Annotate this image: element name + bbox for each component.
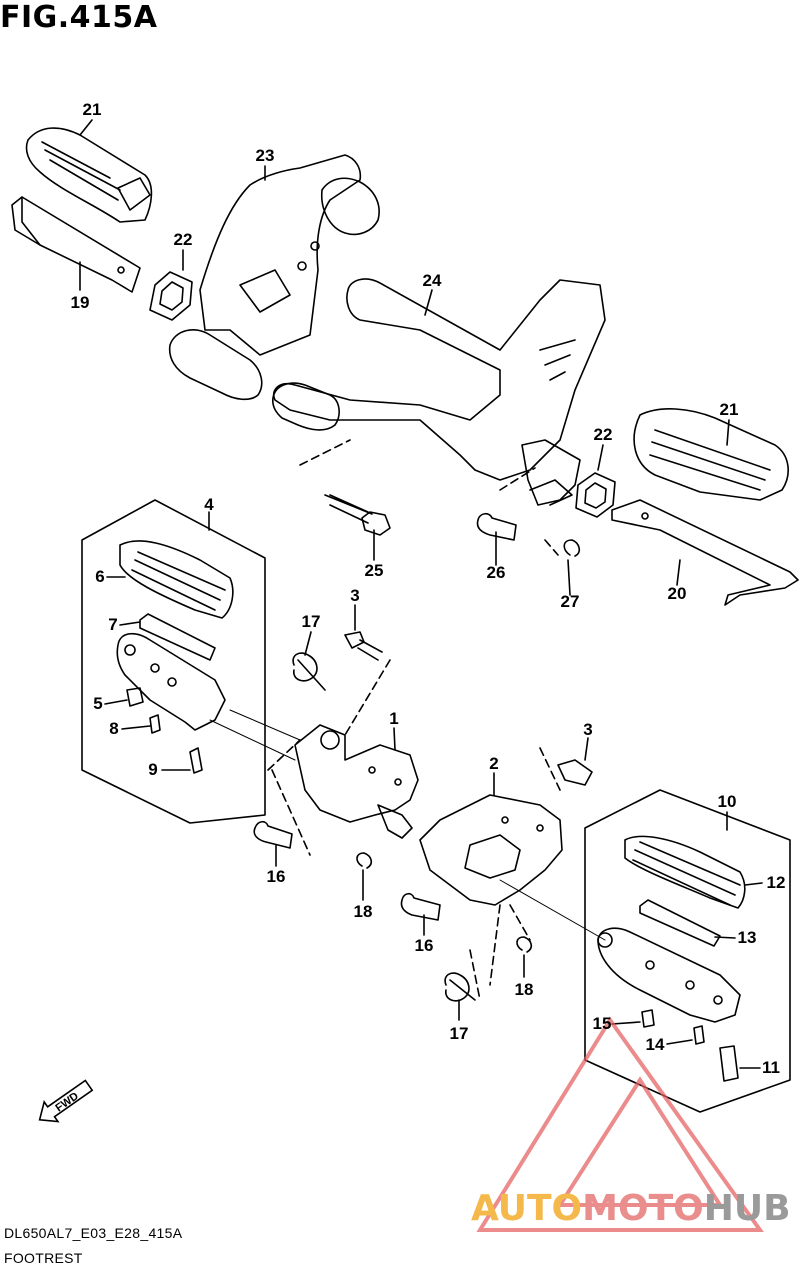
callout-3-lower: 3: [583, 720, 593, 739]
watermark-logo-triangles: [476, 1016, 764, 1232]
callout-7: 7: [108, 615, 118, 634]
part-21-rubber-right: [633, 408, 789, 501]
callout-8: 8: [109, 719, 119, 738]
part-3-bolt-upper: [344, 631, 383, 661]
callout-20: 20: [667, 584, 687, 603]
part-16-pin-lower: [400, 892, 441, 921]
callout-18-upper: 18: [353, 902, 373, 921]
callout-18-lower: 18: [514, 980, 534, 999]
figure-title: FIG.415A: [0, 0, 158, 35]
part-23-bracket-left: [168, 154, 380, 401]
callout-25: 25: [364, 561, 384, 580]
callout-16-upper: 16: [266, 867, 286, 886]
part-2-bracket: [419, 794, 563, 906]
model-code: DL650AL7_E03_E28_415A: [4, 1225, 183, 1241]
watermark-logo: AUTOMOTOHUB: [471, 1188, 791, 1229]
fwd-arrow-icon: FWD: [30, 1072, 100, 1132]
part-26-pin: [476, 512, 517, 541]
callout-21-right: 21: [719, 400, 739, 419]
callout-23: 23: [255, 146, 275, 165]
callout-12: 12: [766, 873, 786, 892]
callout-13: 13: [737, 928, 757, 947]
part-22-grommet-left: [149, 271, 193, 321]
callout-16-lower: 16: [414, 936, 434, 955]
callout-21-upper: 21: [82, 100, 102, 119]
watermark-part2: MOTO: [582, 1188, 704, 1229]
callout-2: 2: [489, 754, 499, 773]
part-20-bracket-right: [611, 499, 799, 606]
part-25-bolt: [324, 494, 391, 536]
callout-1: 1: [389, 709, 399, 728]
part-18-clip-lower: [516, 936, 533, 953]
part-17-spring-lower: [444, 972, 476, 1002]
part-18-clip-upper: [356, 852, 373, 869]
part-22-grommet-right: [575, 472, 616, 518]
callout-22-upper: 22: [173, 230, 193, 249]
part-19-bracket-left: [11, 196, 141, 293]
callout-4: 4: [204, 495, 214, 514]
part-24-bracket-right: [272, 278, 606, 506]
callout-26: 26: [486, 563, 506, 582]
callout-22-right: 22: [593, 425, 613, 444]
callout-27: 27: [560, 592, 580, 611]
part-21-rubber-left: [25, 127, 153, 223]
callout-17-upper: 17: [301, 612, 321, 631]
part-3-bolt-lower: [557, 759, 593, 786]
callout-17-lower: 17: [449, 1024, 469, 1043]
callout-3-upper: 3: [350, 586, 360, 605]
callout-9: 9: [148, 760, 158, 779]
watermark-part1: AUTO: [471, 1188, 583, 1229]
callout-19: 19: [70, 293, 90, 312]
callout-24: 24: [422, 271, 442, 290]
part-27-clip: [563, 539, 581, 557]
callout-11: 11: [762, 1058, 780, 1077]
part-10-assembly-box: [584, 789, 791, 1113]
callout-6: 6: [95, 567, 105, 586]
part-1-bracket: [294, 724, 419, 839]
watermark-part3: HUB: [703, 1188, 791, 1229]
callout-5: 5: [93, 694, 103, 713]
part-16-pin-upper: [253, 820, 293, 849]
part-17-spring-upper: [292, 652, 326, 691]
callout-14: 14: [645, 1035, 665, 1054]
callout-15: 15: [592, 1014, 612, 1033]
part-4-assembly-box: [81, 499, 266, 824]
section-name: FOOTREST: [4, 1250, 83, 1266]
callout-10: 10: [717, 792, 737, 811]
